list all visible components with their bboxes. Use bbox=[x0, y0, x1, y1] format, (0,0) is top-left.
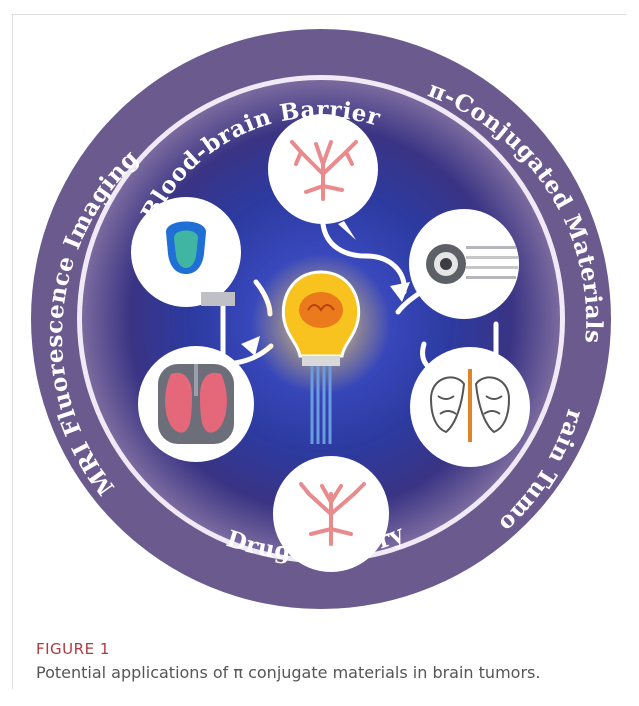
panel-fluorescence bbox=[131, 197, 241, 307]
fluorescence-probe-icon bbox=[166, 221, 206, 274]
vessel-branch-icon bbox=[299, 482, 366, 546]
figure-caption-label: FIGURE 1 bbox=[36, 640, 110, 658]
panel-drug-delivery bbox=[273, 456, 389, 572]
panel-organ bbox=[138, 346, 254, 462]
brain-tumor-icon bbox=[429, 369, 511, 442]
figure-1: Blood-brain Barrier π-Conjugated Materia… bbox=[16, 3, 616, 618]
figure-illustration: Blood-brain Barrier π-Conjugated Materia… bbox=[16, 3, 611, 609]
mri-scanner-icon bbox=[426, 244, 518, 284]
panel-blood-brain-barrier bbox=[268, 114, 378, 240]
top-divider bbox=[12, 14, 627, 15]
lung-organ-icon bbox=[158, 364, 234, 444]
panel-brain-tumor bbox=[410, 347, 530, 467]
figure-caption-text: Potential applications of π conjugate ma… bbox=[36, 663, 541, 682]
left-divider bbox=[12, 14, 13, 689]
lightbulb-brain-icon bbox=[251, 254, 391, 444]
vessel-branch-icon bbox=[290, 140, 358, 201]
probe-connector bbox=[201, 292, 235, 306]
panel-pi-conjugated bbox=[409, 209, 519, 319]
